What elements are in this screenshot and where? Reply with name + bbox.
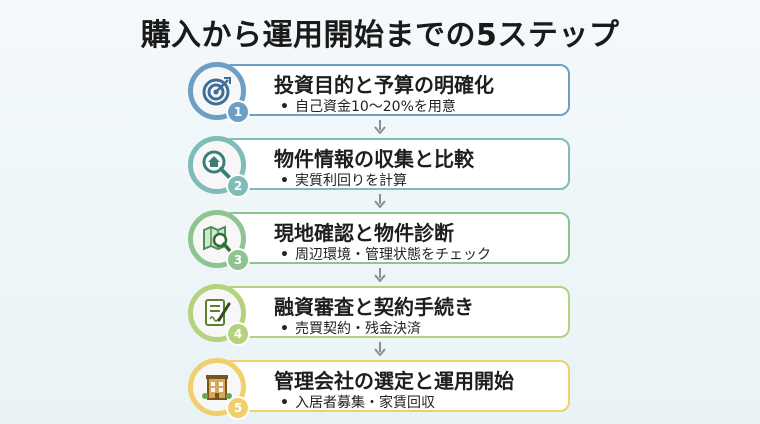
step-1: 投資目的と予算の明確化 •自己資金10〜20%を用意 1 (188, 62, 572, 124)
step-card: 管理会社の選定と運用開始 •入居者募集・家賃回収 (222, 360, 570, 412)
step-5: 管理会社の選定と運用開始 •入居者募集・家賃回収 5 (188, 358, 572, 420)
step-number-badge: 2 (226, 174, 250, 198)
step-card: 現地確認と物件診断 •周辺環境・管理状態をチェック (222, 212, 570, 264)
step-title: 管理会社の選定と運用開始 (274, 369, 514, 393)
step-title: 融資審査と契約手続き (274, 295, 474, 319)
step-title: 物件情報の収集と比較 (274, 147, 474, 171)
step-4: 融資審査と契約手続き •売買契約・残金決済 4 (188, 284, 572, 346)
page-title: 購入から運用開始までの5ステップ (140, 18, 620, 53)
step-number-badge: 1 (226, 100, 250, 124)
step-title: 投資目的と予算の明確化 (274, 73, 494, 97)
step-card: 投資目的と予算の明確化 •自己資金10〜20%を用意 (222, 64, 570, 116)
contract-pen-icon (205, 299, 231, 326)
step-icon-circle (188, 136, 246, 194)
step-2: 物件情報の収集と比較 •実質利回りを計算 2 (188, 136, 572, 198)
step-detail: •周辺環境・管理状態をチェック (280, 247, 491, 263)
arrow-down-icon (374, 194, 386, 208)
arrow-down-icon (374, 342, 386, 356)
step-title: 現地確認と物件診断 (274, 221, 454, 245)
step-detail: •入居者募集・家賃回収 (280, 395, 435, 411)
step-detail: •実質利回りを計算 (280, 173, 407, 189)
house-search-icon (202, 150, 232, 180)
step-detail: •自己資金10〜20%を用意 (280, 99, 456, 115)
step-3: 現地確認と物件診断 •周辺環境・管理状態をチェック 3 (188, 210, 572, 272)
step-number-badge: 4 (226, 322, 250, 346)
arrow-down-icon (374, 268, 386, 282)
step-card: 物件情報の収集と比較 •実質利回りを計算 (222, 138, 570, 190)
step-number-badge: 5 (226, 396, 250, 420)
step-card: 融資審査と契約手続き •売買契約・残金決済 (222, 286, 570, 338)
step-number-badge: 3 (226, 248, 250, 272)
map-search-icon (203, 225, 232, 253)
building-icon (202, 375, 232, 400)
step-detail: •売買契約・残金決済 (280, 321, 421, 337)
step-icon-circle (188, 62, 246, 120)
arrow-down-icon (374, 120, 386, 134)
target-icon (202, 77, 231, 106)
